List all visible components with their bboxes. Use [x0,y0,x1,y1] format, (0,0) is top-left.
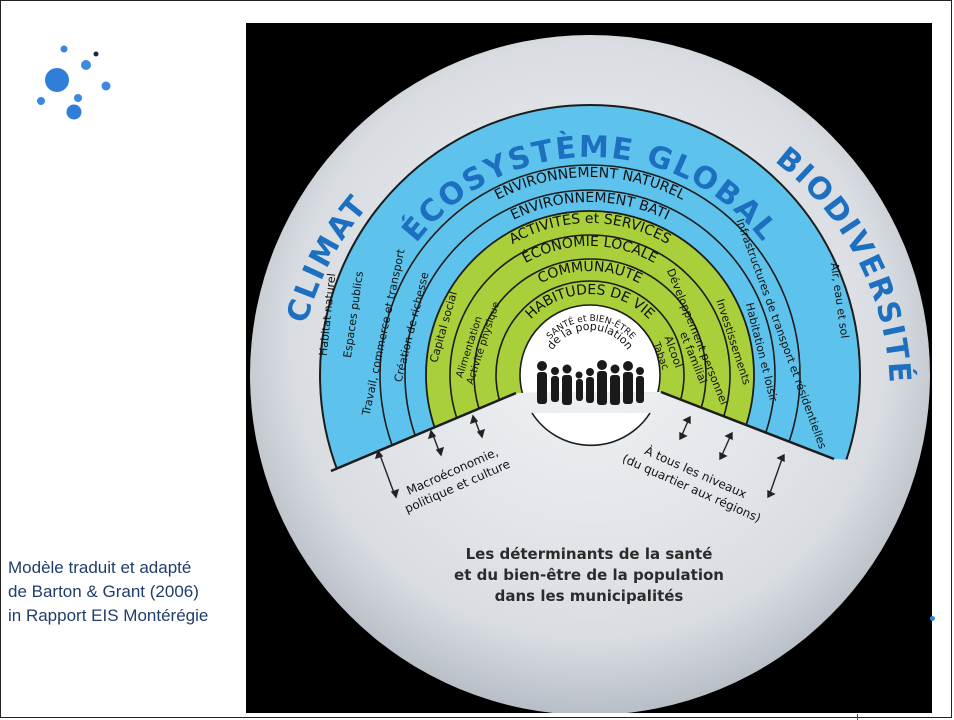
divider-line [857,714,858,720]
source-caption: Modèle traduit et adapté de Barton & Gra… [8,556,248,628]
caption-line-1: Modèle traduit et adapté [8,558,192,577]
footer-line-3: dans les municipalités [495,587,684,605]
footer-line-1: Les déterminants de la santé [466,545,713,563]
health-determinants-diagram: ÉCOSYSTÈME GLOBAL CLIMAT BIODIVERSITÉ EN… [246,23,932,713]
population-silhouettes-icon [537,360,644,405]
determinants-wheel: ÉCOSYSTÈME GLOBAL CLIMAT BIODIVERSITÉ EN… [250,35,930,713]
scale-arrows [374,414,785,499]
logo-dots [37,45,111,120]
footer-line-2: et du bien-être de la population [454,566,724,584]
decorative-dot [930,616,935,621]
caption-line-2: de Barton & Grant (2006) [8,582,199,601]
caption-line-3: in Rapport EIS Montérégie [8,606,209,625]
